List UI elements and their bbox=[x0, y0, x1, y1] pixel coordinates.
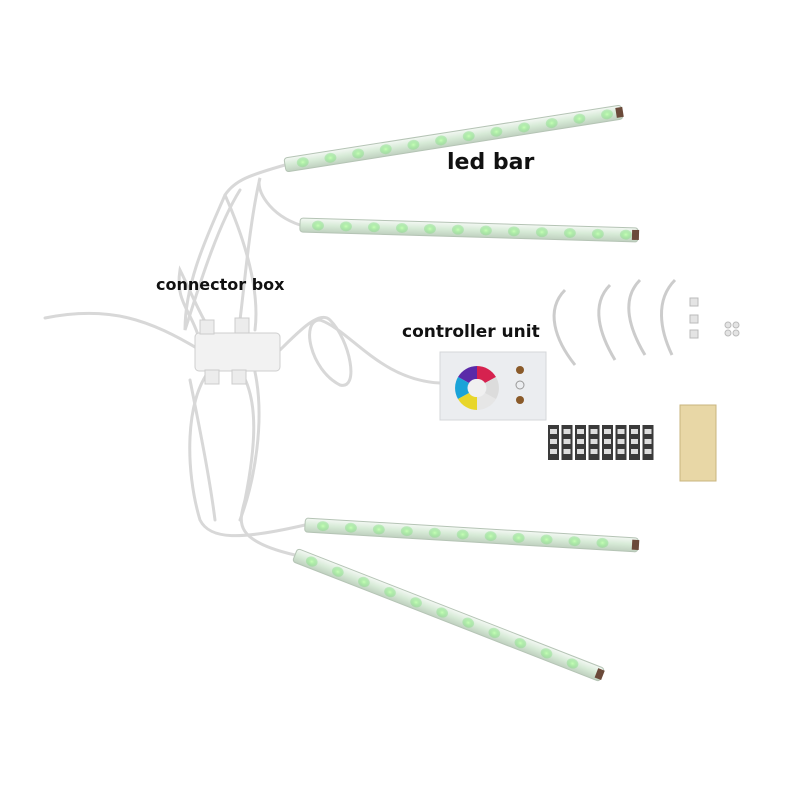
led-light bbox=[400, 526, 413, 537]
led-light bbox=[591, 228, 604, 239]
led-light bbox=[545, 118, 558, 129]
led-bar bbox=[283, 105, 624, 172]
cables bbox=[43, 163, 442, 557]
led-light bbox=[423, 223, 436, 234]
led-light bbox=[379, 144, 392, 155]
led-light bbox=[331, 566, 344, 577]
led-light bbox=[619, 229, 632, 240]
led-light bbox=[563, 227, 576, 238]
led-bar bbox=[304, 517, 640, 553]
button-icon bbox=[516, 396, 524, 404]
led-light bbox=[372, 524, 385, 535]
led-light bbox=[596, 537, 609, 548]
power-icon bbox=[515, 380, 525, 390]
led-light bbox=[507, 226, 520, 237]
led-light bbox=[456, 529, 469, 540]
led-light bbox=[490, 126, 503, 137]
button-icon bbox=[516, 366, 524, 374]
connector-box-label: connector box bbox=[156, 275, 285, 294]
led-bars bbox=[283, 105, 640, 682]
led-light bbox=[344, 522, 357, 533]
led-light bbox=[358, 576, 370, 588]
led-light bbox=[311, 220, 324, 231]
led-light bbox=[384, 586, 396, 598]
led-light bbox=[428, 527, 441, 538]
led-light bbox=[305, 556, 318, 567]
led-light bbox=[435, 135, 448, 146]
led-light bbox=[410, 597, 422, 608]
adhesive-pad bbox=[679, 404, 717, 482]
led-light bbox=[324, 152, 337, 163]
led-light bbox=[512, 532, 525, 543]
led-light bbox=[462, 131, 475, 142]
led-light bbox=[407, 139, 420, 150]
led-light bbox=[462, 617, 475, 628]
led-light bbox=[573, 113, 586, 124]
led-light bbox=[488, 627, 501, 639]
led-light bbox=[601, 109, 614, 120]
led-light bbox=[436, 607, 449, 618]
led-light bbox=[339, 221, 352, 232]
led-light bbox=[316, 521, 329, 532]
led-light bbox=[296, 157, 309, 168]
led-light bbox=[352, 148, 365, 159]
led-bar-label: led bar bbox=[447, 150, 535, 175]
led-light bbox=[451, 224, 464, 235]
controller-unit-label: controller unit bbox=[402, 322, 540, 342]
connector-clips bbox=[552, 278, 677, 366]
connector-box bbox=[194, 317, 281, 385]
led-light bbox=[540, 648, 553, 659]
led-light bbox=[518, 122, 531, 133]
led-bar bbox=[299, 217, 640, 243]
led-bar bbox=[292, 548, 605, 682]
led-light bbox=[540, 534, 553, 545]
led-light bbox=[395, 223, 408, 234]
color-wheel-icon bbox=[455, 366, 499, 410]
led-light bbox=[479, 225, 492, 236]
led-light bbox=[566, 658, 579, 669]
led-light bbox=[367, 222, 380, 233]
led-light bbox=[568, 536, 581, 547]
led-light bbox=[514, 637, 527, 649]
mounting-strip bbox=[548, 425, 654, 460]
controller-unit bbox=[439, 351, 547, 421]
led-light bbox=[535, 227, 548, 238]
led-light bbox=[484, 531, 497, 542]
